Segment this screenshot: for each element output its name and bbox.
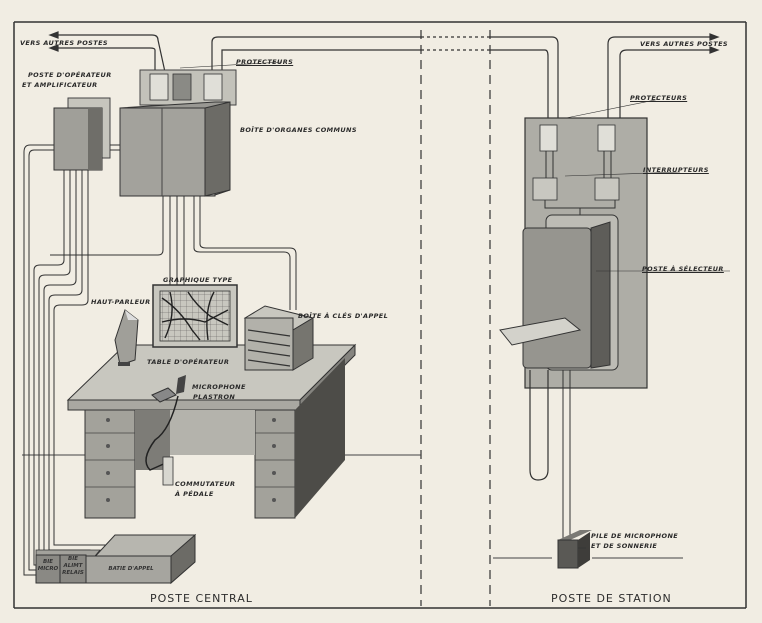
label-battery-appel: BATIE D'APPEL: [108, 566, 154, 572]
line-to-other-posts-right: [607, 33, 720, 125]
batteries: [35, 533, 197, 585]
operator-desk: [66, 343, 357, 519]
label-haut-parleur: HAUT-PARLEUR: [91, 298, 151, 306]
call-key-box: [243, 305, 315, 371]
wiring-bundle: [23, 144, 297, 576]
label-commutateur-1: COMMUTATEUR: [175, 480, 236, 488]
chest-microphone: [145, 375, 186, 471]
label-table-operateur: TABLE D'OPÉRATEUR: [147, 358, 230, 366]
loudspeaker: [114, 309, 139, 366]
station-panel: [499, 117, 648, 555]
label-battery-relais-1: BIE: [68, 556, 78, 562]
label-poste-operateur-1: POSTE D'OPÉRATEUR: [28, 71, 112, 79]
label-vers-autres-postes-right: VERS AUTRES POSTES: [640, 40, 728, 48]
label-protecteurs-station: PROTECTEURS: [630, 94, 688, 102]
microphone-battery: [557, 530, 592, 569]
label-battery-relais-2: ALIMT: [63, 563, 83, 569]
label-microphone-1: MICROPHONE: [192, 383, 246, 391]
label-battery-micro-2: MICRO: [37, 566, 59, 572]
trunk-line: [211, 36, 559, 125]
label-graphique-type: GRAPHIQUE TYPE: [163, 276, 233, 284]
label-pile-2: ET DE SONNERIE: [591, 542, 658, 550]
foot-switch: [162, 456, 174, 486]
label-poste-selecteur: POSTE À SÉLECTEUR: [642, 265, 724, 273]
section-separator: [420, 30, 491, 606]
route-chart-board: [152, 284, 238, 348]
label-battery-relais: BIE ALIMT RELAIS: [61, 556, 85, 577]
label-vers-autres-postes-left: VERS AUTRES POSTES: [20, 39, 108, 47]
label-poste-operateur-2: ET AMPLIFICATEUR: [22, 81, 98, 89]
label-pile-1: PILE DE MICROPHONE: [591, 532, 679, 540]
caption-poste-de-station: POSTE DE STATION: [551, 592, 672, 605]
common-equipment-box: [119, 69, 237, 197]
leader-lines: [179, 61, 730, 549]
diagram-frame: [13, 21, 747, 609]
label-microphone-2: PLASTRON: [193, 393, 236, 401]
floor-line: [22, 454, 683, 559]
line-to-other-posts-left: [48, 31, 166, 73]
label-battery-relais-3: RELAIS: [62, 570, 84, 576]
label-protecteurs-central: PROTECTEURS: [236, 58, 294, 66]
operator-amplifier-box: [53, 97, 120, 171]
label-battery-micro-1: BIE: [43, 559, 53, 565]
label-interrupteurs: INTERRUPTEURS: [643, 166, 709, 174]
label-boite-organes-communs: BOÎTE D'ORGANES COMMUNS: [240, 126, 357, 134]
label-battery-micro: BIE MICRO: [37, 559, 59, 573]
label-boite-cles-appel: BOÎTE À CLÉS D'APPEL: [298, 312, 389, 320]
label-commutateur-2: À PÉDALE: [175, 490, 214, 498]
caption-poste-central: POSTE CENTRAL: [150, 592, 253, 605]
